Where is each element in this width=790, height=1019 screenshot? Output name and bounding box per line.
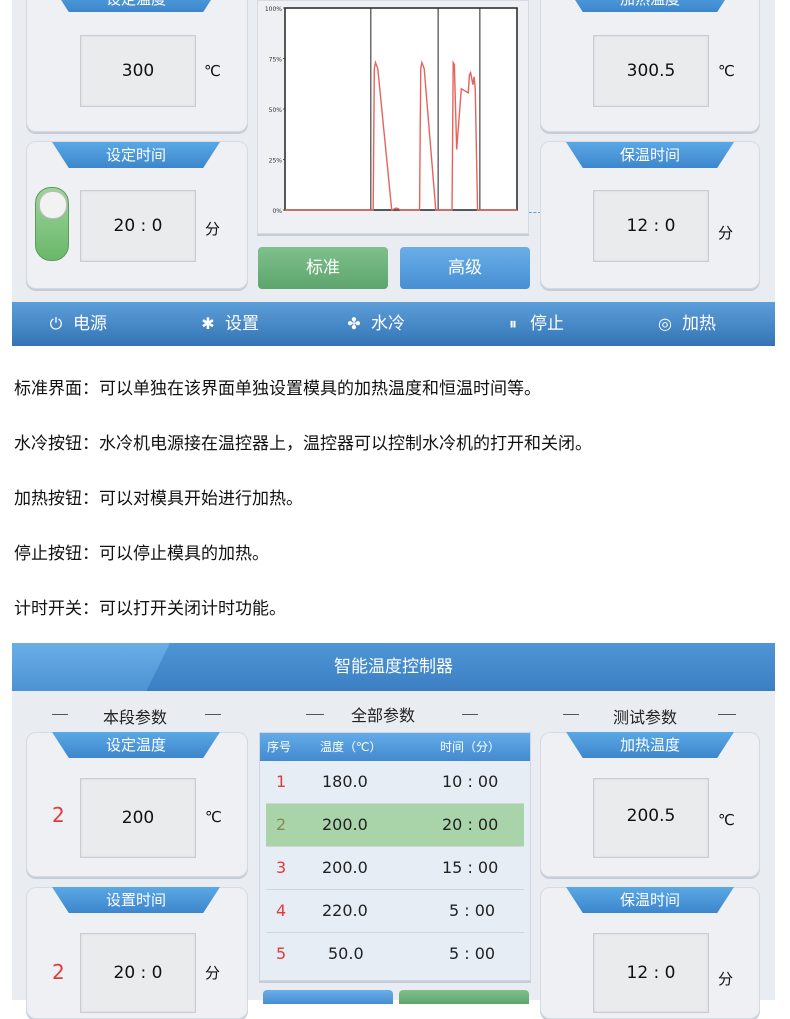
row-time: 10 : 00 — [442, 772, 499, 791]
row-temp: 200.0 — [322, 815, 368, 834]
set-time-unit: 分 — [205, 220, 221, 238]
description-heat: 加热按钮：可以对模具开始进行加热。 — [14, 489, 303, 509]
row-temp: 220.0 — [322, 901, 368, 920]
hold-time-title: 保温时间 — [566, 142, 734, 168]
description-water-cooling: 水冷按钮：水冷机电源接在温控器上，温控器可以控制水冷机的打开和关闭。 — [14, 434, 592, 454]
divider — [718, 714, 736, 715]
row-index: 1 — [276, 772, 287, 791]
nav-label: 停止 — [530, 314, 564, 334]
y-tick-label: 75% — [269, 57, 283, 64]
power-icon: ⏻ — [49, 314, 63, 333]
table-row[interactable]: 3 200.0 15 : 00 — [266, 847, 524, 890]
heat-temp-title: 加热温度 — [566, 0, 734, 12]
section-all-params: 全部参数 — [351, 706, 416, 725]
b-hold-time-unit: 分 — [718, 970, 734, 988]
row-index: 3 — [276, 858, 287, 877]
advanced-button[interactable]: 高级 — [400, 247, 530, 289]
b-set-temp-value[interactable]: 200 — [80, 778, 196, 858]
row-index: 5 — [276, 944, 287, 963]
fan-icon: ✤ — [347, 314, 361, 333]
y-tick-label: 0% — [272, 208, 282, 215]
set-time-value[interactable]: 20 : 0 — [80, 190, 196, 262]
section-current-params: 本段参数 — [103, 708, 168, 727]
row-time: 15 : 00 — [442, 858, 499, 877]
b-set-temp-index: 2 — [52, 803, 65, 827]
toggle-knob — [39, 191, 67, 219]
divider — [306, 714, 324, 715]
table-row-selected[interactable]: 2 200.0 20 : 00 — [266, 804, 524, 847]
set-time-title: 设定时间 — [52, 142, 220, 168]
row-temp: 50.0 — [328, 944, 364, 963]
temperature-series-line — [285, 59, 517, 212]
b-set-time-value[interactable]: 20 : 0 — [80, 933, 196, 1013]
hold-time-unit: 分 — [718, 224, 734, 242]
table-row[interactable]: 1 180.0 10 : 00 — [266, 761, 524, 804]
header-temp: 温度（℃） — [320, 740, 382, 754]
hold-time-value: 12 : 0 — [593, 190, 709, 262]
divider — [205, 714, 221, 715]
b-set-time-index: 2 — [52, 960, 65, 984]
chart-dash-marker — [529, 212, 541, 214]
y-tick-label: 25% — [269, 158, 283, 165]
bottom-nav-bar: ⏻ 电源 ✱ 设置 ✤ 水冷 ⏸ 停止 ◎ 加热 — [12, 302, 775, 346]
table-row[interactable]: 4 220.0 5 : 00 — [266, 890, 524, 933]
bottom-button-green[interactable] — [399, 990, 529, 1004]
row-temp: 200.0 — [322, 858, 368, 877]
y-tick-label: 100% — [265, 6, 282, 13]
divider — [52, 714, 68, 715]
row-temp: 180.0 — [322, 772, 368, 791]
plot-area — [284, 7, 518, 211]
nav-label: 设置 — [225, 314, 259, 334]
b-hold-time-title: 保温时间 — [566, 887, 734, 913]
nav-water-cooling-button[interactable]: ✤ 水冷 — [345, 302, 405, 346]
y-tick-label: 50% — [269, 107, 283, 114]
nav-power-button[interactable]: ⏻ 电源 — [47, 302, 107, 346]
table-header: 序号 温度（℃） 时间（分） — [260, 733, 530, 761]
nav-label: 水冷 — [371, 314, 405, 334]
title-bar-corner — [12, 643, 170, 691]
row-time: 20 : 00 — [442, 815, 499, 834]
description-standard: 标准界面：可以单独在该界面单独设置模具的加热温度和恒温时间等。 — [14, 379, 541, 399]
b-heat-temp-title: 加热温度 — [566, 732, 734, 758]
window-title: 智能温度控制器 — [334, 657, 453, 677]
set-temp-value[interactable]: 300 — [80, 35, 196, 107]
divider — [563, 714, 579, 715]
heat-temp-value: 300.5 — [593, 35, 709, 107]
b-set-temp-unit: ℃ — [205, 808, 222, 826]
bottom-button-blue[interactable] — [263, 990, 393, 1004]
gear-icon: ✱ — [201, 314, 215, 333]
nav-settings-button[interactable]: ✱ 设置 — [199, 302, 259, 346]
header-index: 序号 — [267, 740, 292, 754]
nav-label: 加热 — [682, 314, 716, 334]
standard-button[interactable]: 标准 — [258, 247, 388, 289]
heat-icon: ◎ — [658, 314, 672, 333]
all-params-table: 序号 温度（℃） 时间（分） 1 180.0 10 : 00 2 200.0 2… — [259, 732, 531, 981]
pause-icon: ⏸ — [508, 314, 517, 333]
b-set-time-title: 设置时间 — [52, 887, 220, 913]
timer-toggle-switch[interactable] — [35, 187, 69, 261]
b-set-time-unit: 分 — [205, 964, 221, 982]
row-index: 4 — [276, 901, 287, 920]
b-hold-time-value: 12 : 0 — [593, 933, 709, 1013]
row-time: 5 : 00 — [449, 944, 496, 963]
b-set-temp-title: 设定温度 — [52, 732, 220, 758]
description-timer: 计时开关：可以打开关闭计时功能。 — [14, 599, 286, 619]
b-heat-temp-value: 200.5 — [593, 778, 709, 858]
description-stop: 停止按钮：可以停止模具的加热。 — [14, 544, 269, 564]
heat-temp-unit: ℃ — [718, 62, 735, 80]
nav-label: 电源 — [73, 314, 107, 334]
b-heat-temp-unit: ℃ — [718, 811, 735, 829]
header-time: 时间（分） — [440, 740, 501, 754]
temperature-chart: 100% 75% 50% 25% 0% — [265, 6, 518, 215]
set-temp-unit: ℃ — [204, 62, 221, 80]
nav-heat-button[interactable]: ◎ 加热 — [656, 302, 716, 346]
set-temp-title: 设定温度 — [52, 0, 220, 12]
row-index: 2 — [276, 815, 287, 834]
row-time: 5 : 00 — [449, 901, 496, 920]
section-test-params: 测试参数 — [613, 708, 678, 727]
divider — [462, 714, 478, 715]
table-row[interactable]: 5 50.0 5 : 00 — [266, 933, 524, 975]
nav-stop-button[interactable]: ⏸ 停止 — [504, 302, 564, 346]
